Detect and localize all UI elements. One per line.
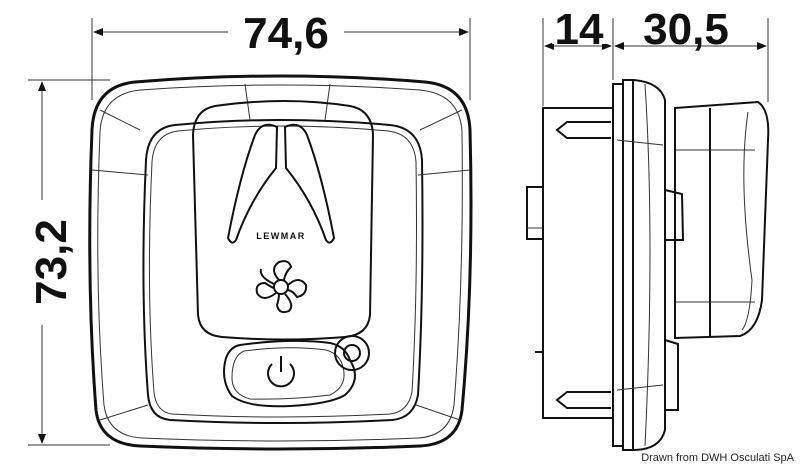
depth-rear-label: 14 [555, 5, 604, 54]
power-icon [267, 356, 295, 388]
side-view [526, 79, 770, 451]
height-label: 73,2 [27, 219, 76, 305]
power-button[interactable] [223, 339, 356, 408]
height-dimension: 73,2 [22, 79, 110, 446]
depth-dimensions: 14 30,5 [542, 5, 769, 106]
width-dimension: 74,6 [91, 8, 471, 100]
depth-front-label: 30,5 [643, 5, 729, 54]
front-view: LEWMAR [88, 74, 473, 451]
credit-text: Drawn from DWH Osculati SpA [641, 452, 794, 464]
fan-icon [255, 260, 308, 314]
lewmar-logo: LEWMAR [256, 231, 306, 241]
indicator-led [334, 335, 370, 371]
width-label: 74,6 [243, 9, 329, 58]
